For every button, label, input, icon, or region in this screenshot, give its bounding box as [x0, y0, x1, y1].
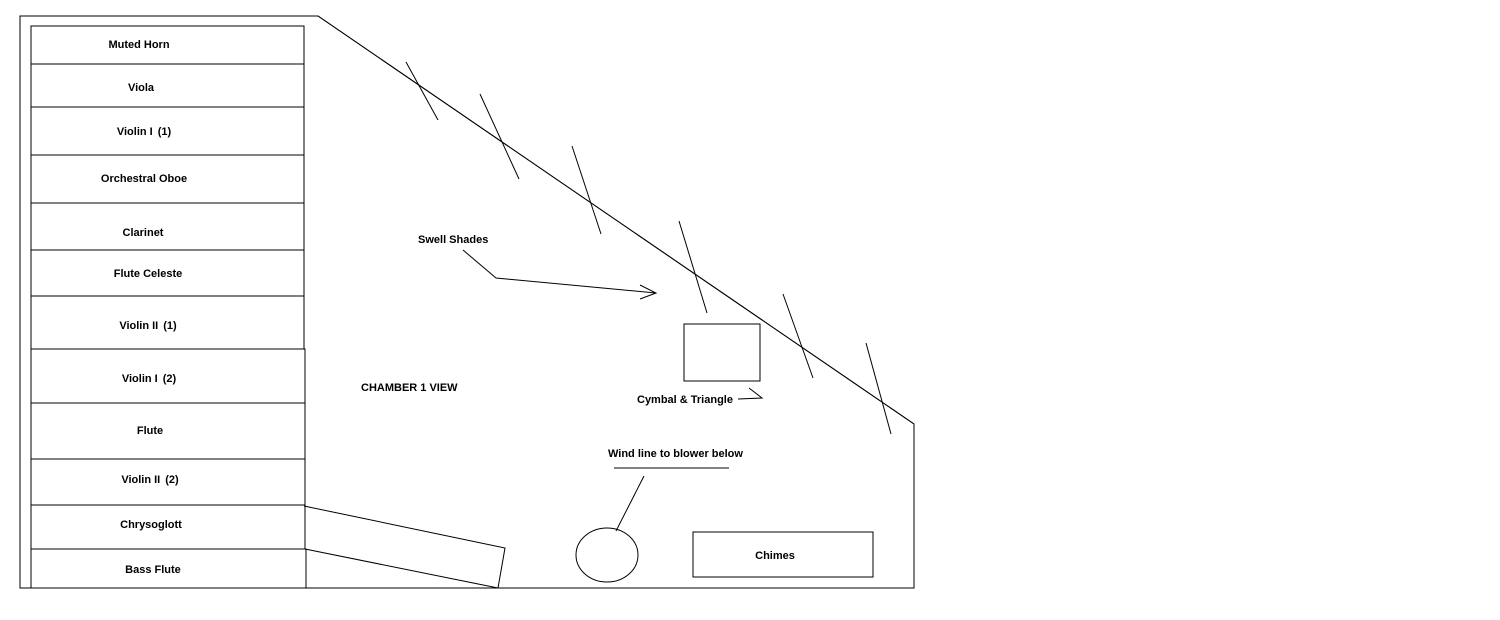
rank-box: [30, 504, 306, 550]
rank-label: Orchestral Oboe: [101, 173, 187, 185]
rank-label: Flute: [137, 425, 163, 437]
wind-line-label: Wind line to blower below: [608, 448, 743, 460]
rank-name: Flute: [137, 425, 163, 437]
rank-box: [30, 348, 306, 404]
rank-label: Violin II (2): [121, 474, 179, 486]
swell-shade: [865, 342, 892, 435]
wind-line-pointer: [615, 475, 645, 532]
rank-name: Flute Celeste: [114, 268, 182, 280]
swell-shade: [678, 220, 708, 314]
rank-name: Clarinet: [123, 227, 164, 239]
rank-label: Clarinet: [123, 227, 164, 239]
rank-number: (1): [158, 126, 172, 138]
swell-shade-line: [317, 15, 915, 425]
rank-label: Bass Flute: [125, 564, 181, 576]
rank-number: (1): [163, 320, 177, 332]
cymbal-triangle-box: [683, 323, 761, 382]
chimes-box: [692, 531, 874, 578]
rank-box: [30, 202, 305, 251]
rank-name: Violin I: [117, 126, 153, 138]
rank-label: Flute Celeste: [114, 268, 182, 280]
swell-shades-arrow: [462, 249, 657, 294]
rank-name: Muted Horn: [108, 39, 169, 51]
rank-name: Chrysoglott: [120, 519, 182, 531]
chamber-view-title: CHAMBER 1 VIEW: [361, 382, 458, 394]
swell-shades-label: Swell Shades: [418, 234, 488, 246]
rank-label: Violin I (2): [122, 373, 177, 385]
rank-number: (2): [165, 474, 179, 486]
rank-name: Violin II: [119, 320, 158, 332]
rank-box: [30, 402, 306, 460]
rank-box: [30, 106, 305, 156]
cymbal-triangle-label: Cymbal & Triangle: [637, 394, 733, 406]
swell-shade: [479, 93, 520, 180]
wind-line-pipe: [575, 527, 639, 583]
rank-name: Viola: [128, 82, 155, 94]
swell-shade: [782, 293, 814, 379]
rank-name: Violin I: [122, 373, 158, 385]
bass-flute-extension: [303, 505, 506, 589]
rank-box: [30, 548, 307, 589]
rank-label: Violin II (1): [119, 320, 177, 332]
rank-label: Muted Horn: [108, 39, 169, 51]
cymbal-triangle-pointer: [737, 387, 764, 400]
chimes-label: Chimes: [755, 550, 795, 562]
rank-name: Bass Flute: [125, 564, 181, 576]
swell-shade: [405, 61, 439, 121]
bass-flute-extension-lower: [304, 548, 499, 589]
swell-shades: [317, 15, 915, 435]
swell-shade: [571, 145, 602, 235]
rank-box: [30, 249, 305, 297]
rank-box: [30, 295, 305, 350]
chamber-outline: [19, 15, 915, 589]
rank-box: [30, 63, 305, 108]
rank-number: (2): [163, 373, 177, 385]
rank-label: Chrysoglott: [120, 519, 182, 531]
rank-label: Viola: [128, 82, 155, 94]
rank-label: Violin I (1): [117, 126, 172, 138]
rank-name: Orchestral Oboe: [101, 173, 187, 185]
swell-shades-arrowhead: [639, 284, 658, 300]
rank-name: Violin II: [121, 474, 160, 486]
rank-box: [30, 458, 306, 506]
